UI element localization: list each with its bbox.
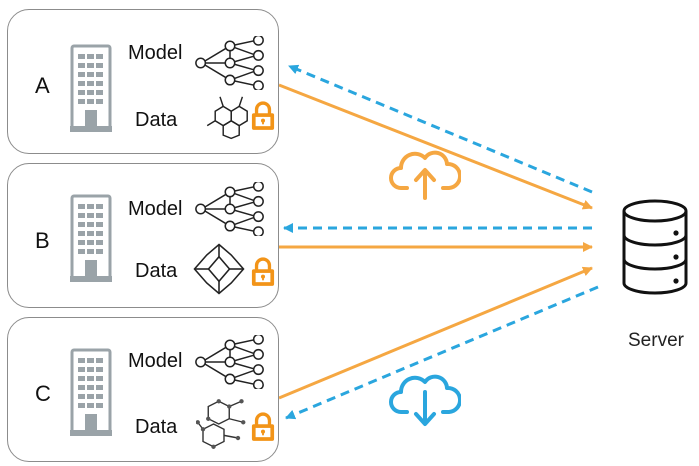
- building-icon: [70, 194, 112, 282]
- client-a-model-label: Model: [128, 42, 183, 64]
- neural-network-icon: [194, 36, 266, 90]
- server-label: Server: [628, 330, 684, 351]
- client-c-label: C: [35, 381, 51, 406]
- client-c-model-label: Model: [128, 350, 183, 372]
- client-b-model-label: Model: [128, 198, 183, 220]
- download-arrow-a: [288, 64, 593, 194]
- lock-icon: [251, 101, 275, 131]
- server-database-icon: [622, 199, 688, 295]
- molecule-icon: [204, 92, 252, 140]
- client-c-data-label: Data: [135, 416, 178, 438]
- client-b-data-label: Data: [135, 260, 178, 282]
- client-c-box: C Model Data: [7, 317, 279, 462]
- neural-network-icon: [194, 182, 266, 236]
- cloud-upload-icon: [389, 150, 461, 200]
- molecule-icon: [196, 396, 252, 452]
- upload-arrow-a: [278, 83, 593, 210]
- lock-icon: [251, 257, 275, 287]
- client-b-label: B: [35, 228, 50, 253]
- molecule-icon: [191, 241, 247, 297]
- lock-icon: [251, 412, 275, 442]
- building-icon: [70, 348, 112, 436]
- client-a-label: A: [35, 73, 50, 98]
- client-a-data-label: Data: [135, 109, 178, 131]
- upload-arrow-c: [278, 266, 593, 400]
- client-a-box: A Model Data: [7, 9, 279, 154]
- building-icon: [70, 44, 112, 132]
- cloud-download-icon: [389, 374, 461, 426]
- neural-network-icon: [194, 335, 266, 389]
- client-b-box: B Model Data: [7, 163, 279, 308]
- download-arrow-c: [285, 285, 599, 420]
